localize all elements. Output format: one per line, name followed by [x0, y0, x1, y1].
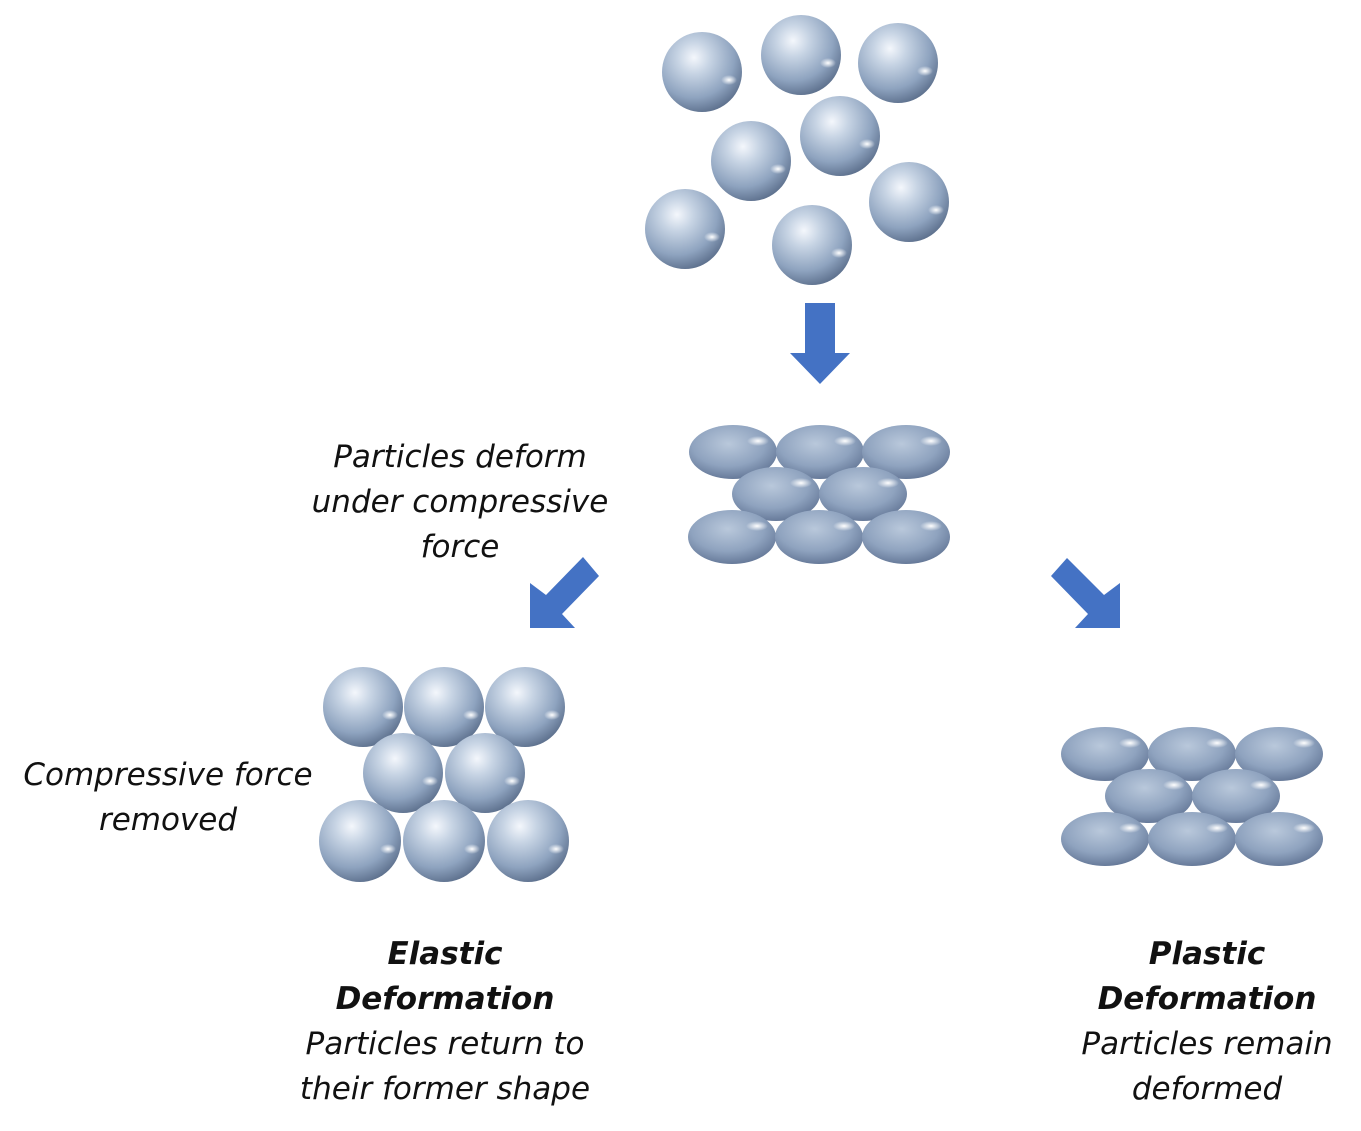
- particle: [363, 733, 443, 813]
- particle: [1061, 812, 1149, 866]
- elastic-arrow: [530, 557, 599, 628]
- particle: [772, 205, 852, 285]
- particle: [869, 162, 949, 242]
- force-removed-note: Compressive force removed: [20, 753, 316, 843]
- elastic-description: their former shape: [299, 1071, 591, 1107]
- particle: [761, 15, 841, 95]
- particle: [319, 800, 401, 882]
- elastic-title: Elastic: [387, 936, 503, 972]
- compress-arrow: [790, 303, 850, 384]
- plastic-title: Plastic: [1148, 936, 1266, 972]
- particle: [485, 667, 565, 747]
- plastic-arrow: [1051, 558, 1120, 628]
- particle: [403, 800, 485, 882]
- particle: [487, 800, 569, 882]
- initial-loose-particles: [645, 15, 949, 285]
- plastic-description: deformed: [1131, 1071, 1283, 1107]
- particle: [858, 23, 938, 103]
- particle: [323, 667, 403, 747]
- plastic-deformed-particles: [1061, 727, 1323, 866]
- force-removed-line: removed: [98, 802, 238, 838]
- elastic-description: Particles return to: [305, 1026, 585, 1062]
- particle: [662, 32, 742, 112]
- deform-note-line: force: [420, 529, 500, 565]
- particle: [688, 510, 776, 564]
- particle: [862, 510, 950, 564]
- particle: [689, 425, 777, 479]
- elastic-recovered-particles: [319, 667, 569, 882]
- particle: [1148, 727, 1236, 781]
- elastic-caption: Elastic Deformation Particles return to …: [290, 932, 600, 1112]
- particle: [645, 189, 725, 269]
- particle: [1235, 727, 1323, 781]
- particle: [800, 96, 880, 176]
- particle: [1061, 727, 1149, 781]
- particle: [445, 733, 525, 813]
- plastic-title: Deformation: [1097, 981, 1317, 1017]
- plastic-caption: Plastic Deformation Particles remain def…: [1074, 932, 1340, 1112]
- deform-note: Particles deform under compressive force: [300, 435, 620, 570]
- particle: [732, 467, 820, 521]
- particle: [776, 425, 864, 479]
- particle: [819, 467, 907, 521]
- particle: [1105, 769, 1193, 823]
- compressed-particles: [688, 425, 950, 564]
- particle: [862, 425, 950, 479]
- force-removed-line: Compressive force: [23, 757, 313, 793]
- particle: [1235, 812, 1323, 866]
- elastic-title: Deformation: [335, 981, 555, 1017]
- plastic-description: Particles remain: [1081, 1026, 1333, 1062]
- particle: [1192, 769, 1280, 823]
- particle: [1148, 812, 1236, 866]
- particle: [775, 510, 863, 564]
- deform-note-line: Particles deform: [333, 439, 587, 475]
- particle: [404, 667, 484, 747]
- deform-note-line: under compressive: [311, 484, 609, 520]
- particle: [711, 121, 791, 201]
